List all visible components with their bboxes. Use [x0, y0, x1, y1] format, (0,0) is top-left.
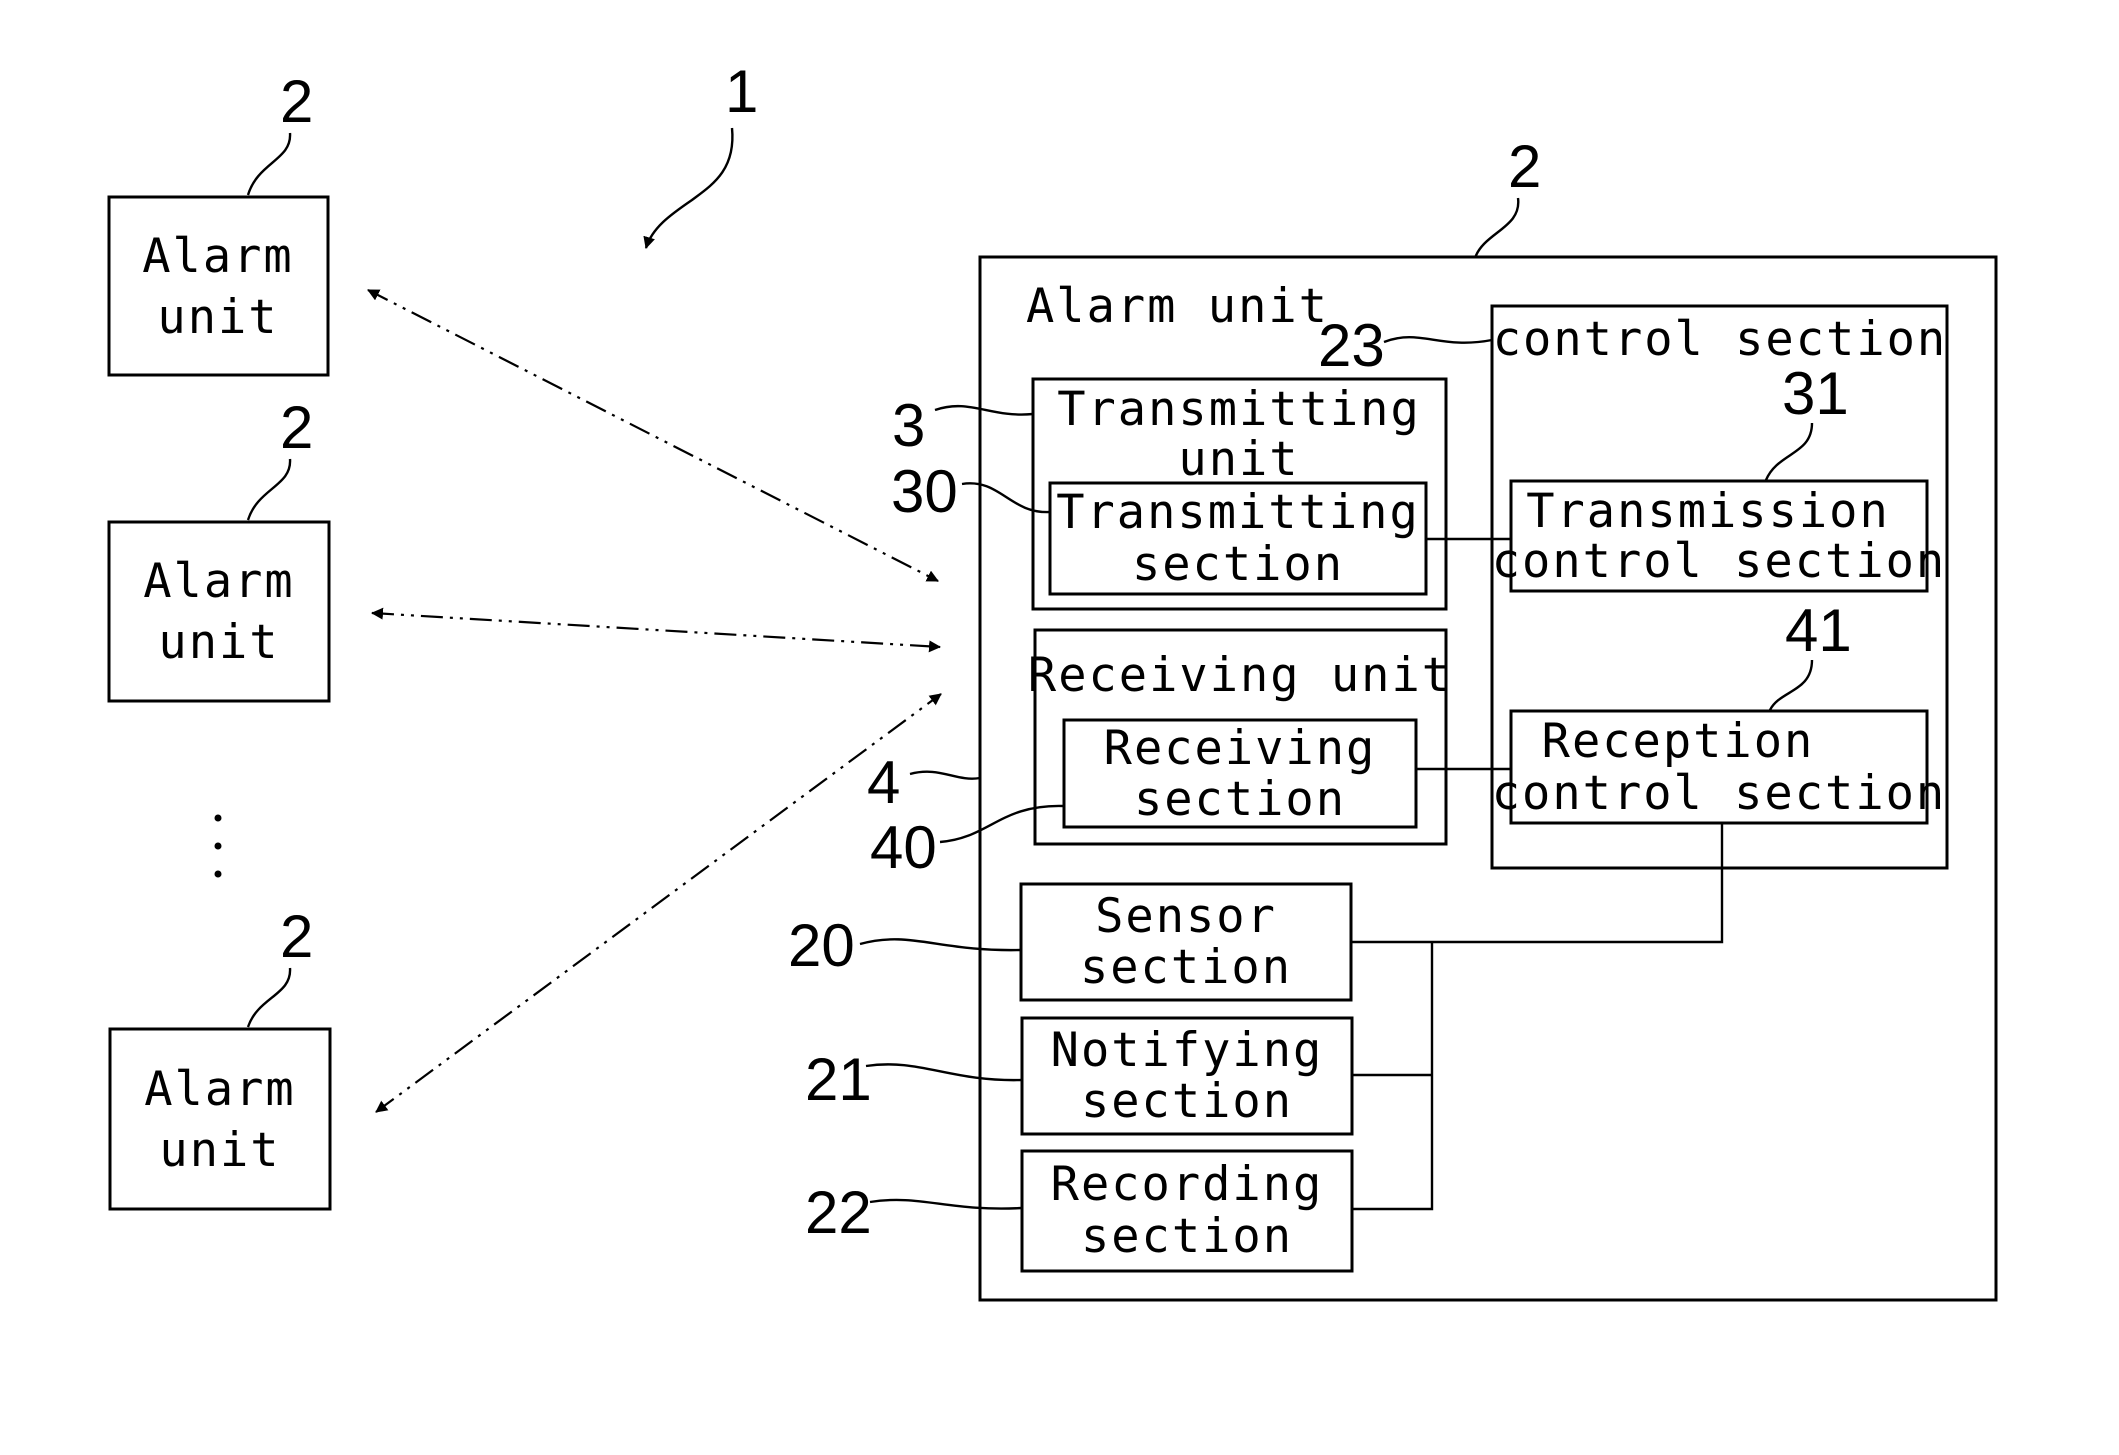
remote-alarm-unit-2: 2 Alarm unit — [109, 394, 329, 701]
main-alarm-unit: 2 Alarm unit 23 control section 31 Trans… — [788, 133, 1996, 1300]
remote-unit-1-label-line2: unit — [157, 290, 278, 345]
control-section-ref: 23 — [1318, 312, 1385, 379]
system-ref-leader — [646, 128, 732, 248]
remote-unit-3-leader — [248, 968, 290, 1027]
remote-unit-2-label-line1: Alarm — [143, 554, 294, 609]
transmission-control-ref: 31 — [1782, 360, 1849, 427]
transmission-control-line1: Transmission — [1526, 484, 1890, 539]
remote-unit-2-ref: 2 — [280, 394, 313, 461]
remote-unit-2-label-line2: unit — [158, 615, 279, 670]
receiving-unit-leader — [910, 772, 980, 779]
remote-alarm-unit-1: 2 Alarm unit — [109, 68, 328, 375]
notifying-section-line1: Notifying — [1051, 1023, 1324, 1078]
transmitting-unit-ref: 3 — [892, 392, 925, 459]
sensor-section-line2: section — [1080, 940, 1292, 995]
transmitting-section-ref: 30 — [891, 458, 958, 525]
remote-unit-3-label-line1: Alarm — [144, 1062, 295, 1117]
wireless-link-unit-2 — [372, 613, 940, 647]
recording-section: 22 Recording section — [805, 1151, 1352, 1271]
reception-control-line2: control section — [1492, 766, 1946, 821]
receiving-unit-ref: 4 — [867, 749, 900, 816]
sensor-section: 20 Sensor section — [788, 884, 1351, 1000]
remote-alarm-unit-3: 2 Alarm unit — [110, 903, 330, 1209]
remote-unit-3-label-line2: unit — [159, 1123, 280, 1178]
system-reference: 1 — [646, 58, 758, 248]
notifying-section-ref: 21 — [805, 1046, 872, 1113]
receiving-section-line2: section — [1134, 772, 1346, 827]
remote-unit-3-box — [110, 1029, 330, 1209]
system-ref-number: 1 — [725, 58, 758, 125]
wireless-link-unit-1 — [368, 290, 938, 581]
receiving-unit-title: Receiving unit — [1028, 648, 1452, 703]
recording-section-line2: section — [1081, 1209, 1293, 1264]
recording-section-line1: Recording — [1051, 1157, 1324, 1212]
remote-unit-3-ref: 2 — [280, 903, 313, 970]
control-section-title: control section — [1493, 312, 1947, 367]
main-unit-ref: 2 — [1508, 133, 1541, 200]
transmitting-section-line2: section — [1132, 537, 1344, 592]
transmitting-unit-line1: Transmitting — [1057, 382, 1421, 437]
receiving-section-line1: Receiving — [1104, 721, 1377, 776]
receiving-section-ref: 40 — [870, 814, 937, 881]
sensor-section-line1: Sensor — [1095, 889, 1277, 944]
transmitting-section-line1: Transmitting — [1056, 485, 1420, 540]
recording-section-ref: 22 — [805, 1179, 872, 1246]
main-unit-leader — [1475, 198, 1518, 258]
notifying-section: 21 Notifying section — [805, 1018, 1352, 1134]
notifying-section-line2: section — [1081, 1074, 1293, 1129]
remote-unit-1-leader — [248, 133, 290, 195]
remote-unit-2-box — [109, 522, 329, 701]
transmitting-unit-line2: unit — [1178, 432, 1299, 487]
remote-unit-2-leader — [248, 459, 290, 520]
remote-unit-1-label-line1: Alarm — [142, 229, 293, 284]
remote-unit-1-box — [109, 197, 328, 375]
transmission-control-line2: control section — [1492, 534, 1946, 589]
sensor-section-ref: 20 — [788, 912, 855, 979]
ellipsis-icon — [215, 815, 222, 878]
remote-unit-1-ref: 2 — [280, 68, 313, 135]
reception-control-line1: Reception — [1542, 714, 1815, 769]
main-unit-title: Alarm unit — [1026, 279, 1329, 334]
reception-control-ref: 41 — [1785, 597, 1852, 664]
